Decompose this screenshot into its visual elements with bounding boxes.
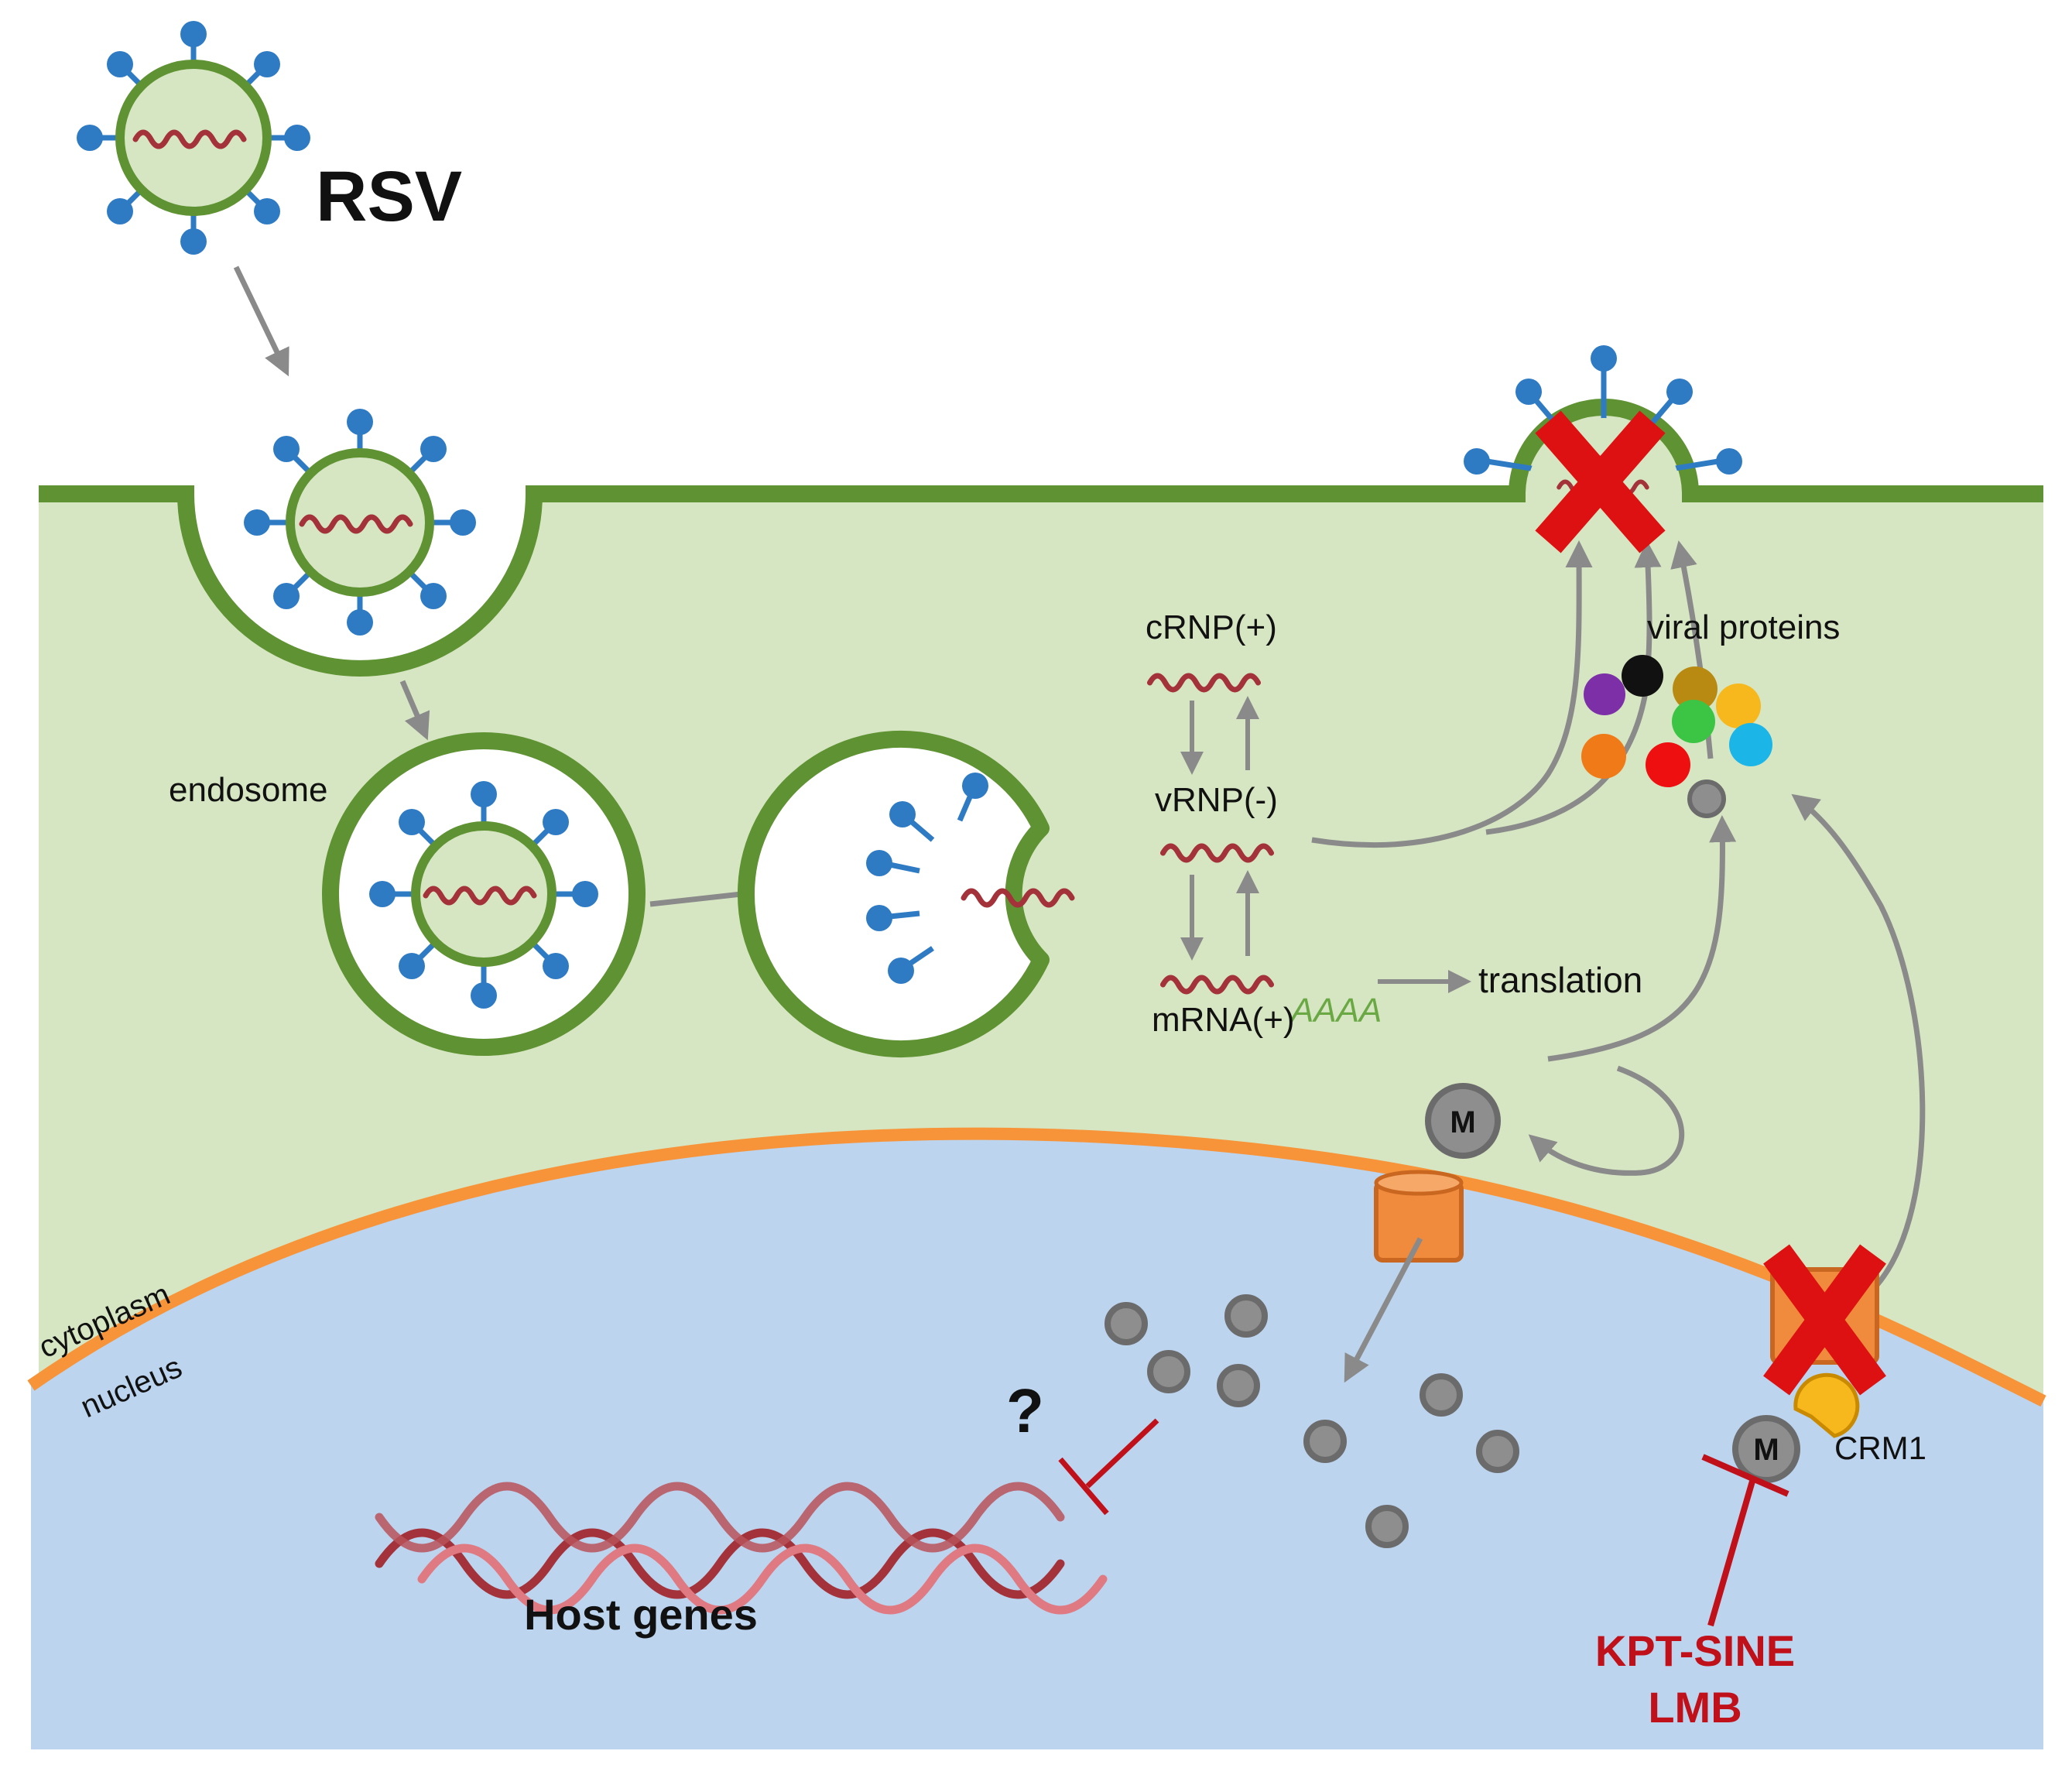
nuclear-pore-import [1374, 1170, 1464, 1263]
viral-protein-dot [1622, 655, 1663, 697]
m-protein-nucleus-dot [1217, 1364, 1260, 1407]
endosome-label: endosome [169, 771, 327, 809]
inhibition-bar-export [1701, 1454, 1789, 1627]
arrow-translation-to-proteins [1547, 815, 1737, 1062]
viral-protein-dot [1673, 666, 1718, 711]
question-mark: ? [1006, 1376, 1044, 1445]
viral-protein-dot [1716, 684, 1761, 728]
inhibition-bar-host [1058, 1418, 1159, 1516]
arrow-nuclear-import [1344, 1237, 1423, 1383]
m-protein-nucleus-dot [1224, 1294, 1268, 1338]
m-proteins-nucleus [1104, 1294, 1519, 1548]
viral-protein-dot [1687, 779, 1726, 818]
arrow-vrnp-to-budding-2 [1485, 540, 1662, 835]
viral-protein-dot [1646, 742, 1690, 787]
host-genes-label: Host genes [524, 1590, 758, 1639]
mrna-label: mRNA(+) [1152, 1001, 1295, 1039]
m-protein-nucleus-dot [1365, 1505, 1409, 1548]
polya-tail: AAAA [1289, 992, 1382, 1030]
m-protein-nucleus-dot [1147, 1350, 1190, 1393]
crm1-label: CRM1 [1834, 1430, 1926, 1466]
fusing-endosome [737, 731, 1072, 1057]
m-protein-nucleus-dot [1104, 1302, 1148, 1345]
m-protein-nucleus-dot [1420, 1373, 1463, 1417]
budding-blocked-x-icon [1535, 410, 1666, 553]
rsv-label: RSV [316, 157, 462, 236]
rsv-virion-entering [244, 409, 476, 636]
m-protein-export [1732, 1415, 1800, 1483]
viral-protein-dot [1729, 723, 1772, 766]
m-label-export: M [1753, 1433, 1779, 1467]
inhibitor-label-1: KPT-SINE [1595, 1626, 1795, 1675]
m-label-cytoplasm: M [1450, 1105, 1475, 1139]
plasma-membrane [39, 399, 2043, 677]
viral-protein-dot [1672, 700, 1715, 743]
host-dna-helix [375, 1482, 1108, 1615]
arrow-translation-to-m [1528, 1065, 1685, 1176]
m-protein-cytoplasm [1425, 1083, 1501, 1159]
arrow-endocytosis [399, 680, 430, 741]
viral-protein-dot [1584, 673, 1625, 715]
nucleus-region [31, 1133, 2043, 1749]
crnp-label: cRNP(+) [1146, 608, 1277, 646]
vrnp-label: vRNP(-) [1155, 781, 1278, 819]
viral-protein-dots [1581, 655, 1772, 818]
translation-label: translation [1478, 960, 1642, 1000]
m-protein-nucleus-dot [1476, 1430, 1519, 1473]
m-protein-nucleus-dot [1303, 1420, 1347, 1463]
viral-proteins-label: viral proteins [1647, 608, 1840, 646]
arrow-export-to-proteins [1791, 793, 1926, 1287]
inhibitor-label-2: LMB [1648, 1683, 1742, 1732]
crm1-protein [1793, 1372, 1860, 1438]
export-blocked-x-icon [1763, 1244, 1886, 1396]
rsv-virion-free [77, 21, 310, 255]
viral-protein-dot [1581, 734, 1626, 779]
arrow-vrnp-to-budding-1 [1311, 540, 1593, 848]
endosome [322, 732, 646, 1056]
arrow-attachment [233, 266, 289, 377]
